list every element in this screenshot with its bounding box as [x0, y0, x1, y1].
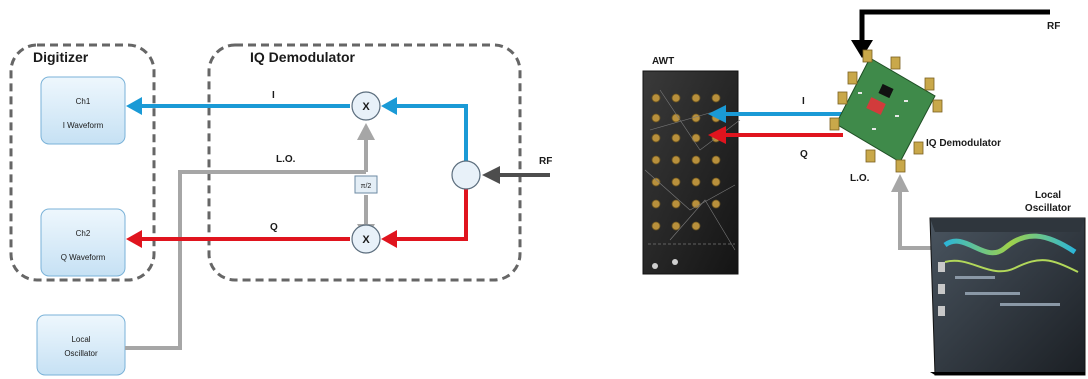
ch2-label: Ch2 [76, 229, 91, 238]
q-path [140, 189, 468, 241]
local-oscillator-label-2: Oscillator [64, 349, 98, 358]
demodulator-board [829, 49, 943, 173]
rf-arrowhead [482, 166, 500, 184]
hw-i-arrowhead [708, 105, 726, 123]
awt-label: AWT [652, 56, 674, 67]
i-label: I [272, 90, 275, 101]
lo-arrowhead-up [357, 123, 375, 140]
ch2-waveform-label: Q Waveform [61, 253, 106, 262]
hw-q-arrowhead [708, 126, 726, 144]
local-oscillator-instrument [929, 217, 1086, 376]
demodulator-group-border [207, 43, 522, 282]
hw-lo-label: L.O. [850, 173, 870, 184]
lo-label: L.O. [276, 154, 296, 165]
ch1-label: Ch1 [76, 97, 91, 106]
local-oscillator-box: Local Oscillator [36, 314, 126, 376]
q-mixer: X [351, 224, 381, 254]
i-path [140, 104, 468, 161]
svg-text:X: X [362, 234, 370, 246]
q-label: Q [270, 222, 278, 233]
hw-lo-arrowhead [891, 174, 909, 192]
i-arrowhead-mixer [381, 97, 397, 115]
demodulator-title: IQ Demodulator [250, 49, 356, 65]
rf-splitter [451, 160, 481, 190]
ch2-box: Ch2 Q Waveform [40, 208, 126, 277]
hw-rf-arrowhead [851, 40, 873, 58]
q-arrowhead-mixer [381, 230, 397, 248]
awt-instrument [642, 70, 741, 275]
i-mixer: X [351, 91, 381, 121]
hw-local-oscillator-label-1: Local [1035, 190, 1061, 201]
hw-demodulator-label: IQ Demodulator [926, 138, 1001, 149]
svg-text:X: X [362, 101, 370, 113]
local-oscillator-label-1: Local [71, 335, 90, 344]
phase-shifter-box [354, 175, 378, 194]
hw-rf-line [859, 9, 1050, 44]
hw-rf-label: RF [1047, 21, 1060, 32]
rf-label: RF [539, 156, 552, 167]
hw-q-label: Q [800, 149, 808, 160]
i-arrowhead-ch1 [126, 97, 142, 115]
hardware-setup: RF AWT [642, 9, 1086, 376]
hw-i-label: I [802, 96, 805, 107]
hw-lo-line [898, 190, 932, 250]
digitizer-group-border [9, 43, 156, 282]
hw-local-oscillator-label-2: Oscillator [1025, 203, 1071, 214]
digitizer-title: Digitizer [33, 49, 89, 65]
q-arrowhead-ch2 [126, 230, 142, 248]
ch1-box: Ch1 I Waveform [40, 76, 126, 145]
ch1-waveform-label: I Waveform [63, 121, 104, 130]
lo-path [125, 140, 368, 350]
phase-shifter-label: π/2 [361, 183, 372, 190]
block-diagram: Digitizer IQ Demodulator Ch1 I Waveform … [9, 43, 552, 376]
